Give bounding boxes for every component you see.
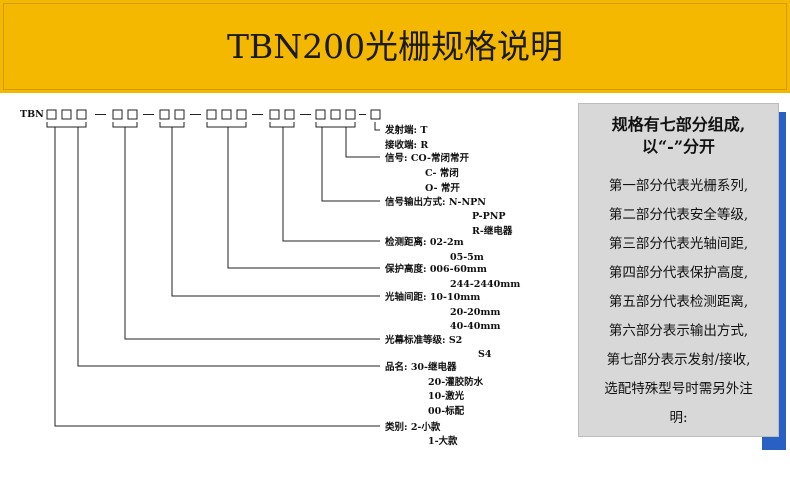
card-heading-line: 以“-”分开 [641, 137, 716, 156]
label-signal-o: O- 常开 [425, 182, 460, 194]
code-box [221, 109, 232, 120]
label-pitch: 光轴间距: 10-10mm [384, 291, 480, 303]
code-box [345, 109, 356, 120]
label-pitch-20: 20-20mm [450, 307, 501, 318]
code-box [370, 109, 381, 120]
label-product-00: 00-标配 [428, 405, 465, 417]
label-product-10: 10-激光 [428, 390, 465, 402]
code-boxes [46, 109, 381, 120]
code-box [269, 109, 280, 120]
label-distance-05: 05-5m [450, 252, 484, 263]
code-box [159, 109, 170, 120]
label-output-p: P-PNP [472, 211, 506, 222]
code-box [112, 109, 123, 120]
code-box [206, 109, 217, 120]
legend-labels: 发射端: T 接收端: R 信号: CO-常闭常开 C- 常闭 O- 常开 信号… [384, 124, 520, 447]
label-signal-c: C- 常闭 [425, 167, 459, 179]
code-box [76, 109, 87, 120]
code-box [236, 109, 247, 120]
card-line: 选配特殊型号时需另外注 [604, 381, 753, 397]
code-box [174, 109, 185, 120]
label-product: 品名: 30-继电器 [385, 361, 457, 373]
label-output: 信号输出方式: N-NPN [385, 196, 486, 208]
card-line: 第二部分代表安全等级, [608, 207, 749, 223]
card-line: 明: [669, 410, 688, 426]
label-distance: 检测距离: 02-2m [385, 236, 464, 248]
code-box [46, 109, 57, 120]
label-height: 保护高度: 006-60mm [384, 263, 487, 275]
label-safety: 光幕标准等级: S2 [384, 334, 462, 346]
label-signal: 信号: CO-常闭常开 [385, 152, 469, 164]
card-line: 第三部分代表光轴间距, [608, 236, 749, 252]
page-title: TBN200光栅规格说明 [226, 27, 564, 66]
explanation-card: 规格有七部分组成, 以“-”分开 第一部分代表光栅系列, 第二部分代表安全等级,… [578, 103, 779, 437]
code-box [330, 109, 341, 120]
card-line: 第五部分代表检测距离, [608, 294, 749, 310]
label-send: 发射端: T [384, 124, 427, 136]
title-banner [0, 0, 790, 93]
label-safety-s4: S4 [478, 349, 492, 360]
leader-lines [46, 122, 380, 427]
label-pitch-40: 40-40mm [450, 321, 501, 332]
code-prefix: TBN [20, 109, 44, 120]
card-line: 第七部分表示发射/接收, [606, 352, 751, 368]
spec-code-diagram: TBN [20, 109, 520, 447]
label-category-1: 1-大款 [428, 435, 458, 447]
label-receive: 接收端: R [385, 139, 428, 151]
card-heading-line: 规格有七部分组成, [611, 115, 746, 134]
label-category: 类别: 2-小款 [385, 421, 441, 433]
card-list: 第一部分代表光栅系列, 第二部分代表安全等级, 第三部分代表光轴间距, 第四部分… [579, 172, 778, 433]
label-product-20: 20-灌胶防水 [428, 376, 484, 388]
card-line: 第一部分代表光栅系列, [608, 178, 749, 194]
code-box [127, 109, 138, 120]
code-box [61, 109, 72, 120]
card-heading: 规格有七部分组成, 以“-”分开 [579, 114, 778, 158]
label-height-244: 244-2440mm [450, 279, 520, 290]
code-box [315, 109, 326, 120]
banner-border [3, 3, 787, 90]
label-output-r: R-继电器 [472, 225, 513, 237]
code-box [284, 109, 295, 120]
card-line: 第六部分表示输出方式, [608, 323, 749, 339]
card-line: 第四部分代表保护高度, [608, 265, 749, 281]
